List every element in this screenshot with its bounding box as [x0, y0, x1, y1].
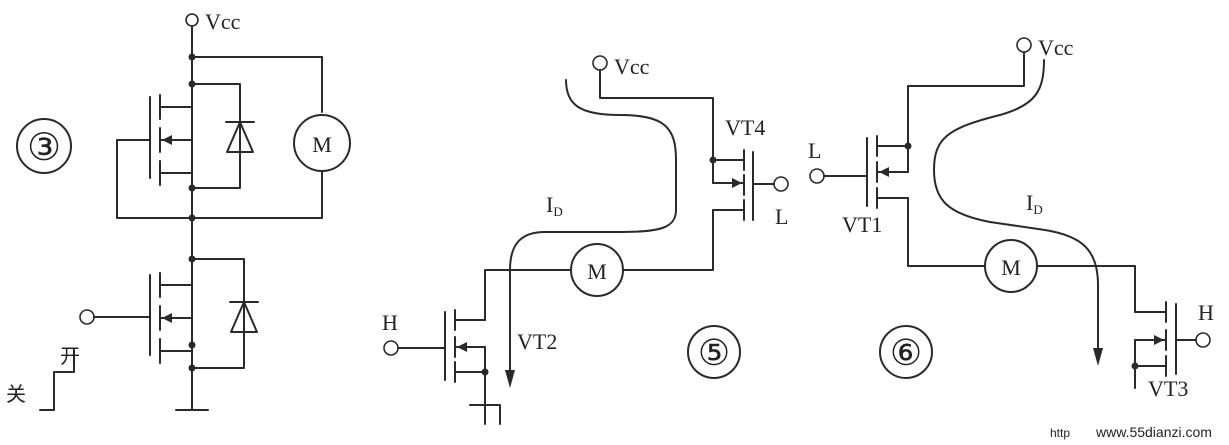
c6-vt3-arrow-icon — [1154, 335, 1164, 345]
c3-upper-mosfet — [149, 94, 193, 186]
c5-vcc-terminal — [592, 55, 608, 71]
c3-lower-mosfet — [149, 272, 193, 364]
c5-vt2-label: VT2 — [517, 329, 557, 354]
c6-vt1-mosfet — [866, 135, 909, 209]
c5-vt4-gate-label: L — [775, 204, 788, 229]
c3-gate-terminal — [79, 309, 95, 325]
c5-vt2-gate-terminal — [383, 340, 399, 356]
c5-vcc-label: Vcc — [614, 54, 650, 79]
circuit-3-number: ③ — [27, 127, 61, 169]
c6-vt3-label: VT3 — [1148, 376, 1188, 401]
c5-current-label: ID — [546, 192, 563, 219]
circuit-3-number-ring — [16, 118, 72, 174]
c6-vt1-arrow-icon — [879, 167, 889, 177]
c5-vcc-wire — [599, 69, 714, 161]
c6-current-label: ID — [1026, 190, 1043, 217]
c6-current-arrow-icon — [1093, 348, 1103, 366]
c5-vt4-gate-terminal — [773, 176, 789, 192]
c3-vcc-label: Vcc — [205, 9, 241, 34]
c5-vt2-arrow-icon — [457, 342, 467, 352]
c3-switch-waveform — [39, 349, 75, 411]
c6-vt1-gate-terminal — [809, 168, 825, 184]
c3-vcc-terminal — [185, 13, 199, 27]
c5-current-path — [509, 79, 677, 379]
c5-vt4-arrow-icon — [732, 178, 742, 188]
c3-motor-label: M — [312, 132, 332, 157]
circuit-6-number: ⑥ — [890, 333, 922, 373]
c3-switch-off-label: 关 — [6, 383, 26, 406]
c3-lower-arrow-icon — [162, 313, 172, 323]
c6-vt1-label: VT1 — [842, 212, 882, 237]
c3-upper-diode-icon — [191, 83, 255, 189]
c6-vt3-gate-terminal — [1195, 332, 1211, 348]
c3-lower-diode-icon — [191, 258, 259, 369]
c5-ground-icon — [469, 404, 501, 425]
c6-vt3-gate-label: H — [1198, 300, 1214, 325]
circuit-3: ③ Vcc M — [6, 9, 351, 411]
watermark: http www.55dianzi.com — [1050, 424, 1212, 440]
c5-vt2-gate-label: H — [382, 310, 398, 335]
watermark-site: www.55dianzi.com — [1095, 424, 1212, 440]
c5-current-arrow-icon — [505, 370, 515, 388]
c6-vcc-label: Vcc — [1038, 35, 1074, 60]
circuit-5: ⑤ Vcc VT4 L M — [382, 54, 789, 425]
watermark-prefix: http — [1050, 426, 1070, 440]
c6-vt1-gate-label: L — [808, 138, 821, 163]
c3-top-rail — [191, 56, 323, 113]
circuit-6-number-ring — [879, 325, 933, 379]
c3-gate-loop — [116, 139, 193, 219]
c5-vt2-mosfet — [444, 309, 486, 406]
c3-switch-on-label: 开 — [60, 346, 80, 368]
c6-current-path — [933, 59, 1099, 353]
circuit-5-number: ⑤ — [698, 333, 730, 373]
c3-motor-return — [191, 170, 323, 219]
c5-vt4-mosfet — [712, 149, 754, 221]
c6-vcc-terminal — [1016, 37, 1032, 53]
c3-upper-arrow-icon — [162, 135, 172, 145]
c5-vt4-label: VT4 — [725, 115, 765, 140]
circuit-6: ⑥ Vcc L VT1 M — [808, 35, 1214, 401]
c5-motor-label: M — [587, 259, 607, 284]
c6-vcc-wire — [907, 51, 1025, 147]
circuit-5-number-ring — [687, 325, 741, 379]
c6-motor-label: M — [1001, 255, 1021, 280]
